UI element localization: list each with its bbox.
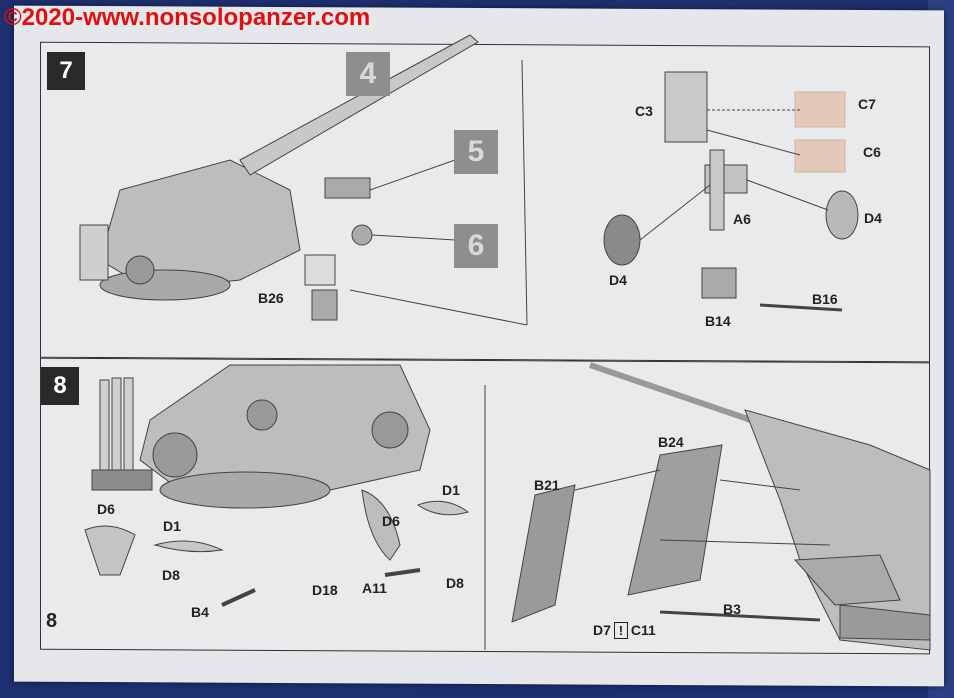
part-b26: B26 <box>258 290 284 306</box>
watermark: ©2020-www.nonsolopanzer.com <box>4 4 371 31</box>
page-number: 8 <box>46 610 58 632</box>
part-d4-left: D4 <box>609 272 627 288</box>
ref-box-5: 5 <box>454 130 498 174</box>
part-c11: C11 <box>630 622 656 638</box>
part-b14: B14 <box>705 313 731 329</box>
part-b4: B4 <box>191 604 209 620</box>
part-d4-right: D4 <box>864 210 882 226</box>
part-b24: B24 <box>658 434 684 450</box>
part-c3: C3 <box>635 103 653 119</box>
part-b3: B3 <box>723 601 741 617</box>
part-a11: A11 <box>362 580 387 596</box>
part-b16: B16 <box>812 291 838 307</box>
part-d6-left: D6 <box>97 501 115 517</box>
part-b21: B21 <box>534 477 560 493</box>
part-a6: A6 <box>733 211 751 227</box>
warning-icon: ! <box>613 622 628 639</box>
gun-base-drawing <box>139 364 431 491</box>
ref-box-6: 6 <box>454 224 498 268</box>
part-d7: D7 <box>593 622 611 638</box>
part-d7-c11-group: D7!C11 <box>593 622 656 639</box>
part-d8-left: D8 <box>162 567 180 583</box>
part-c6: C6 <box>863 144 881 160</box>
step-8-number: 8 <box>41 367 79 405</box>
ref-box-4: 4 <box>346 52 390 96</box>
part-d18: D18 <box>312 582 338 598</box>
part-d8-right: D8 <box>446 575 464 591</box>
step-7-number: 7 <box>47 52 85 90</box>
part-d1-left: D1 <box>163 518 181 534</box>
part-c7: C7 <box>858 96 876 112</box>
part-d6-right: D6 <box>382 513 400 529</box>
part-d1-right: D1 <box>442 482 460 498</box>
